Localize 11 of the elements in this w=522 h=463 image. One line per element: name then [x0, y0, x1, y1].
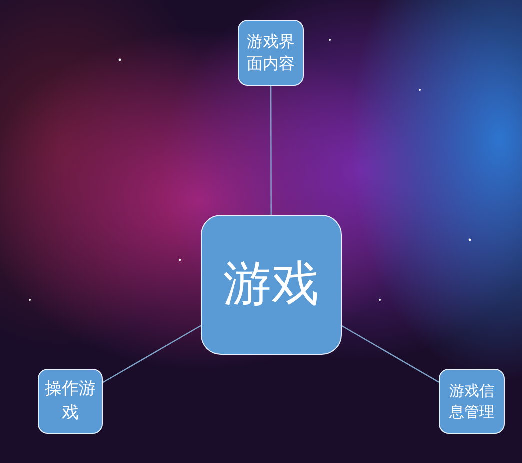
connector-line — [342, 325, 440, 383]
connector-line — [270, 86, 272, 215]
topic-title: 游戏 — [224, 255, 320, 314]
subtopic-box — [238, 20, 304, 86]
subtopic-box — [38, 369, 103, 434]
subtopic-label: 游戏界面内容 — [246, 30, 296, 75]
subtopic-box — [439, 369, 505, 434]
subtopic-label: 操作游戏 — [44, 378, 97, 424]
subtopic-label: 游戏信息管理 — [448, 380, 496, 422]
connector-line — [102, 325, 202, 384]
central-topic-box — [201, 215, 342, 355]
